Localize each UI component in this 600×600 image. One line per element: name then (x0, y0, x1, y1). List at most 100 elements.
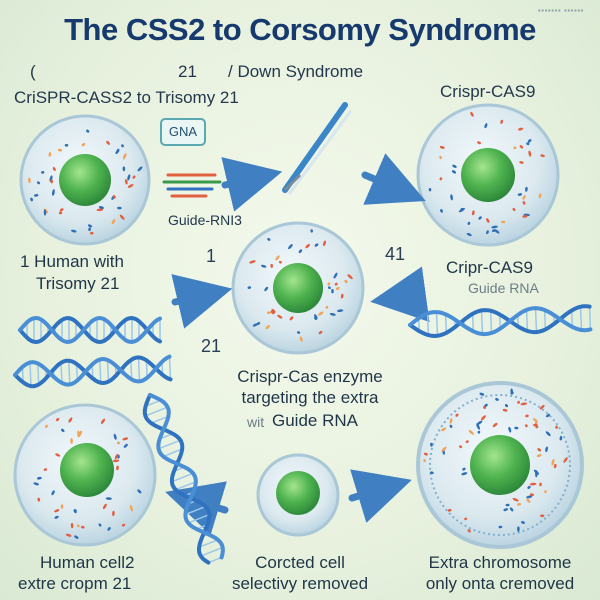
chromosome-speck (521, 521, 525, 524)
chromosome-speck (533, 418, 538, 422)
chromosome-speck (539, 404, 545, 410)
chromosome-speck (45, 424, 48, 428)
chromosome-speck (484, 403, 488, 408)
chromosome-speck (107, 527, 111, 531)
chromosome-speck (55, 417, 60, 422)
subtitle-paren: ( (30, 62, 36, 81)
chromosome-speck (73, 509, 77, 514)
nucleus-top-left (59, 154, 111, 206)
subtitle-number: 21 (178, 62, 197, 81)
chromosome-speck (526, 142, 530, 146)
chromosome-speck (540, 154, 545, 158)
chromosome-speck (137, 166, 143, 172)
dna-rung (208, 556, 222, 564)
bottom-left-line1: Human cell2 (40, 553, 135, 572)
chromosome-speck (529, 493, 535, 496)
chromosome-speck (270, 310, 275, 315)
chromosome-speck (100, 418, 106, 424)
dna-rung (525, 309, 529, 332)
chromosome-speck (51, 490, 55, 496)
dna-rung (198, 539, 219, 548)
chromosome-speck (539, 482, 542, 487)
chromosome-speck (461, 472, 468, 476)
nucleus-bottom-right (470, 435, 530, 495)
dna-rung (75, 363, 79, 381)
chromosome-speck (60, 504, 64, 509)
chromosome-speck (278, 260, 282, 264)
chromosome-speck (447, 508, 452, 512)
chromosome-speck (81, 142, 86, 147)
chromosome-speck (518, 127, 524, 131)
chromosome-speck (256, 321, 261, 326)
chromosome-speck (495, 397, 499, 401)
cell-top-left (19, 114, 151, 246)
chromosome-speck (77, 430, 80, 438)
dna-rung (426, 313, 430, 336)
chromosome-speck (527, 139, 532, 143)
chromosome-speck (129, 505, 133, 512)
label-right-mid: Cripr-CAS9 (446, 258, 533, 277)
dna-rung (185, 505, 206, 516)
dna-rung (444, 314, 448, 333)
chromosome-speck (267, 237, 271, 241)
chromosome-speck (58, 211, 63, 215)
chromosome-speck (116, 441, 121, 445)
dna-rung (106, 359, 110, 382)
chromosome-speck (505, 503, 510, 507)
chromosome-speck (70, 437, 73, 444)
chromosome-speck (122, 166, 126, 172)
chromosome-speck (81, 525, 85, 529)
dna-rung (534, 308, 538, 333)
dna-rung (171, 472, 194, 483)
chromosome-speck (57, 148, 63, 152)
chromosome-speck (477, 420, 483, 425)
chromosome-speck (513, 146, 517, 150)
dna-rung (200, 546, 223, 557)
chromosome-speck (327, 286, 331, 290)
arrow-top-right (361, 153, 426, 205)
chromosome-speck (441, 446, 447, 452)
cell-top-right (416, 103, 560, 247)
chromosome-speck (271, 308, 276, 313)
chromosome-speck (90, 231, 94, 235)
chromosome-speck (86, 129, 90, 133)
dna-rung (150, 415, 169, 424)
chromosome-speck (524, 424, 528, 428)
chromosome-speck (298, 249, 303, 254)
chromosome-speck (508, 426, 512, 433)
chromosome-speck (491, 225, 498, 229)
chromosome-speck (116, 465, 119, 471)
label-top-left: CriSPR-CASS2 to Trisomy 21 (14, 88, 239, 107)
chromosome-speck (480, 415, 486, 421)
chromosome-speck (55, 453, 61, 457)
chromosome-speck (528, 150, 532, 157)
chromosome-speck (132, 175, 136, 179)
bottom-left-line2: extre cropm 21 (18, 574, 132, 593)
chromosome-speck (459, 445, 463, 449)
dna-rung (158, 439, 181, 450)
chromosome-speck (260, 264, 267, 268)
arrow-bottom-right (348, 469, 412, 523)
chromosome-speck (517, 526, 520, 532)
dna-strand (408, 306, 593, 337)
chromosome-speck (423, 459, 426, 463)
chromosome-speck (347, 274, 353, 280)
chromosome-speck (105, 497, 112, 500)
dna-helix-left-upper (18, 315, 162, 345)
chromosome-speck (466, 232, 472, 237)
chromosome-speck (344, 279, 348, 284)
chromosome-speck (458, 207, 465, 213)
chromosome-specks (28, 111, 568, 539)
cell-center (231, 221, 365, 355)
chromosome-speck (74, 535, 79, 539)
chromosome-speck (37, 497, 41, 502)
dna-rung (570, 310, 574, 327)
chromosome-speck (540, 514, 545, 518)
dna-rung (163, 448, 183, 458)
chromosome-speck (512, 207, 516, 212)
label-guide-rna: Guide-RNI3 (168, 212, 242, 228)
chromosome-speck (96, 208, 104, 212)
cell-bottom-right (416, 381, 584, 549)
dna-rung (60, 362, 63, 384)
chromosome-speck (249, 260, 256, 264)
